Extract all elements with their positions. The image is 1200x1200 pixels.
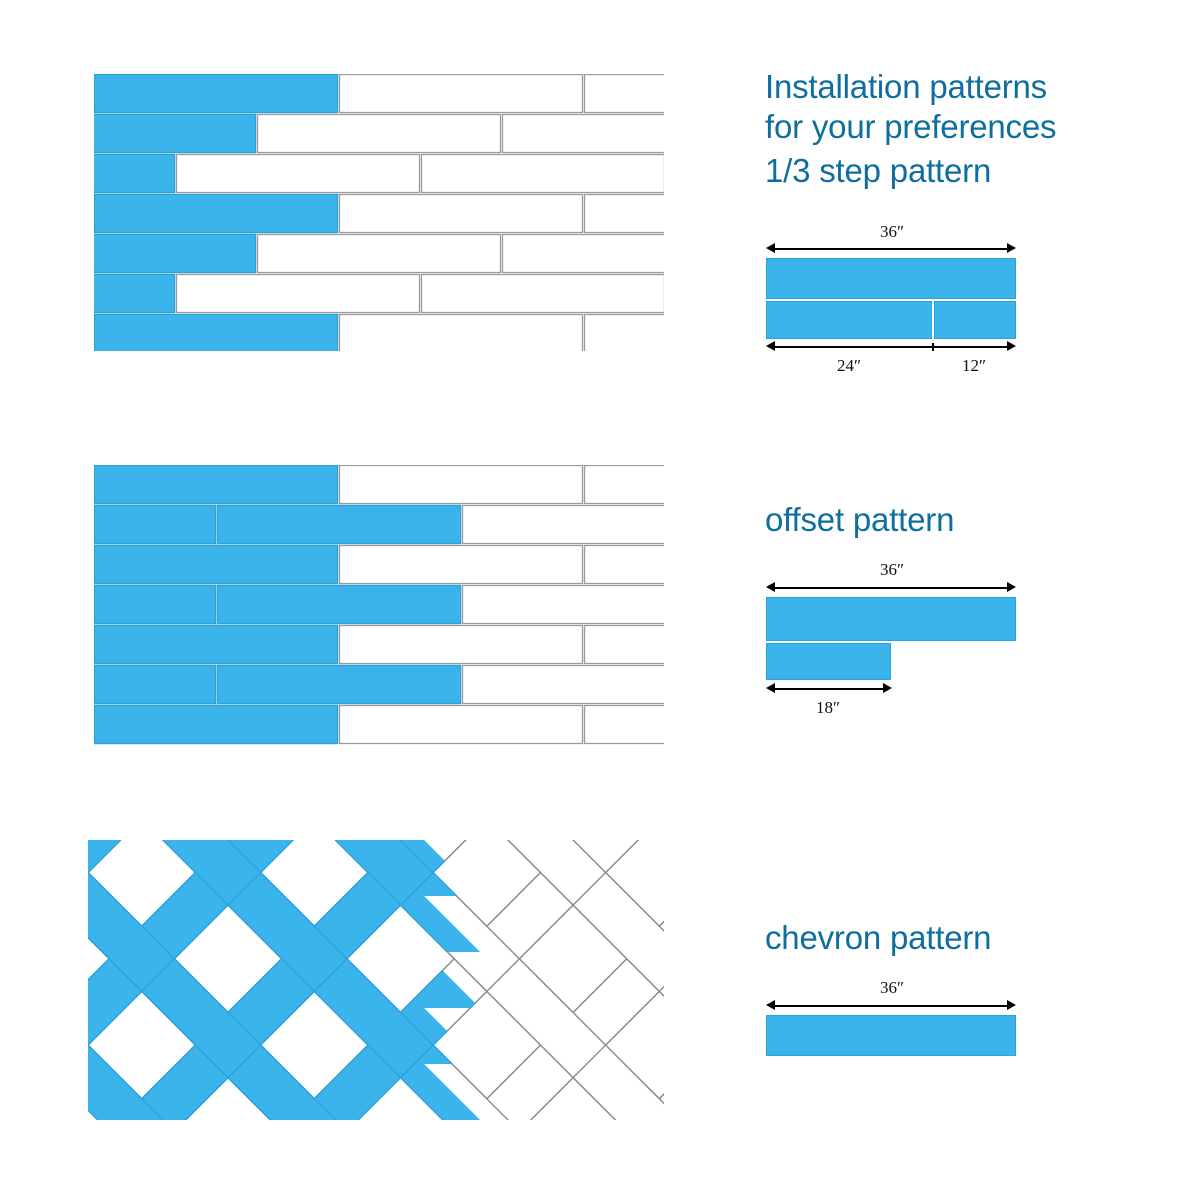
bar-chevron-36in — [766, 1015, 1016, 1056]
herringbone-pattern-svg — [88, 840, 664, 1120]
dim-tick-step-split — [932, 343, 934, 351]
dim-arrow-left-icon — [766, 1000, 775, 1010]
dim-label-step-24: 24″ — [836, 356, 862, 375]
dim-arrow-right-icon — [1007, 243, 1016, 253]
dim-arrow-right-icon — [1007, 582, 1016, 592]
bar-step-24in — [766, 301, 932, 339]
dim-arrow-right-icon — [1007, 341, 1016, 351]
dimension-diagram-chevron: 36″ — [766, 978, 1018, 1072]
dim-arrow-right-icon — [1007, 1000, 1016, 1010]
dim-line-offset-top — [770, 587, 1012, 589]
dim-label-chevron-top: 36″ — [879, 978, 905, 997]
dim-label-offset-top: 36″ — [879, 560, 905, 579]
dim-label-step-12: 12″ — [961, 356, 987, 375]
dim-arrow-left-icon — [766, 683, 775, 693]
page-title-line-1: Installation patterns — [765, 68, 1047, 105]
offset-pattern-svg — [94, 465, 664, 745]
section-heading-offset: offset pattern — [765, 501, 955, 538]
section-heading-chevron: chevron pattern — [765, 919, 992, 956]
dimension-diagram-step: 36″ 24″ 12″ — [766, 222, 1018, 376]
dim-label-step-top: 36″ — [879, 222, 905, 241]
bar-offset-18in — [766, 643, 891, 680]
dim-arrow-left-icon — [766, 341, 775, 351]
pattern-grid-offset — [94, 465, 664, 746]
dim-line-offset-bottom — [770, 688, 888, 690]
dim-arrow-left-icon — [766, 243, 775, 253]
bar-step-12in — [934, 301, 1016, 339]
section-heading-step: 1/3 step pattern — [765, 152, 992, 189]
dim-line-chevron-top — [770, 1005, 1012, 1007]
dim-line-step-top — [770, 248, 1012, 250]
pattern-grid-step — [94, 74, 664, 351]
step-pattern-svg — [94, 74, 664, 351]
bar-step-36in — [766, 258, 1016, 299]
pattern-grid-chevron — [88, 840, 664, 1120]
page-title-line-2: for your preferences — [765, 108, 1057, 145]
dim-label-offset-18: 18″ — [815, 698, 841, 717]
dimension-diagram-offset: 36″ 18″ — [766, 560, 1018, 717]
dim-line-step-bottom — [770, 346, 1012, 348]
dim-arrow-left-icon — [766, 582, 775, 592]
bar-offset-36in — [766, 597, 1016, 641]
dim-arrow-right-icon — [883, 683, 892, 693]
